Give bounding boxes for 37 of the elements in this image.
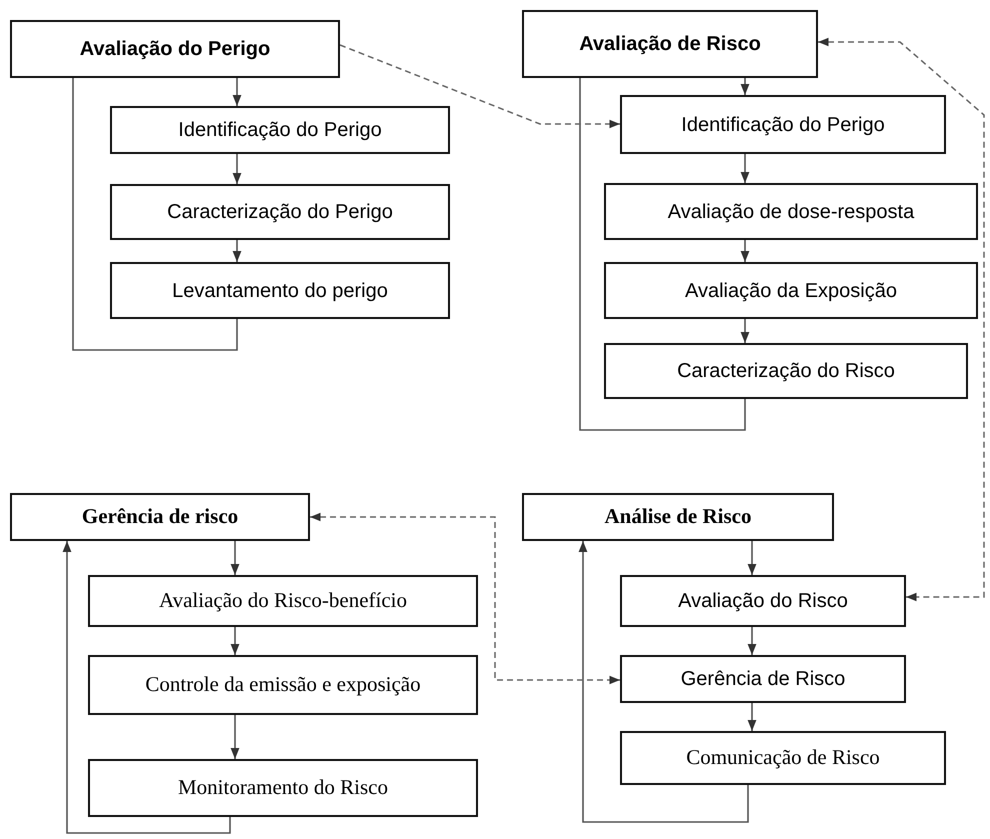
arrow [578,541,749,823]
process-box: Controle da emissão e exposição [88,655,478,715]
process-box: Avaliação do Perigo [10,20,340,78]
process-box: Gerência de Risco [620,655,906,703]
arrow [818,38,985,602]
process-box: Gerência de risco [10,493,310,541]
arrow [748,541,756,575]
arrow [748,627,756,655]
process-box: Identificação do Perigo [620,95,946,154]
process-box: Caracterização do Risco [604,343,968,399]
process-box: Comunicação de Risco [620,731,946,785]
arrow [748,703,756,731]
arrow [232,78,242,106]
process-box: Avaliação da Exposição [604,262,978,319]
process-box: Análise de Risco [522,493,834,541]
arrow [232,154,242,184]
arrow [740,78,750,95]
process-box: Caracterização do Perigo [110,184,450,240]
process-box: Avaliação do Risco-benefício [88,575,478,627]
arrow [230,715,240,759]
process-box: Levantamento do perigo [110,262,450,319]
process-box: Identificação do Perigo [110,106,450,154]
connector-line [72,78,238,351]
process-box: Avaliação de dose-resposta [604,183,978,240]
arrow [232,240,242,262]
arrow [740,240,750,262]
arrow [340,44,620,128]
arrow [230,541,240,575]
arrow [740,154,750,183]
process-box: Avaliação de Risco [522,10,818,78]
process-box: Avaliação do Risco [620,575,906,627]
arrow [230,627,240,655]
arrow [740,319,750,343]
connector-line [579,78,746,431]
process-box: Monitoramento do Risco [88,759,478,817]
arrow [310,512,620,684]
arrow [62,541,231,834]
